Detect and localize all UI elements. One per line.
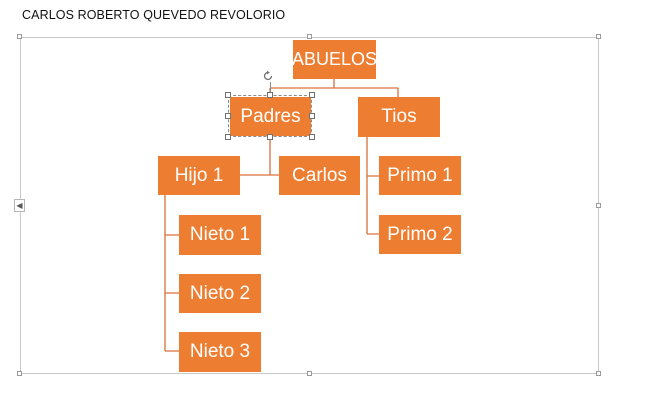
node-label: ABUELOS xyxy=(291,49,378,69)
node-label: Primo 1 xyxy=(387,164,453,186)
connector-tios xyxy=(366,137,379,235)
expand-text-pane-icon[interactable]: ◀ xyxy=(14,199,25,212)
shape-resize-handle[interactable] xyxy=(309,134,315,140)
shape-resize-handle[interactable] xyxy=(225,134,231,140)
node-label: Padres xyxy=(240,105,301,127)
node-nieto3[interactable]: Nieto 3 xyxy=(179,332,261,372)
shape-resize-handle[interactable] xyxy=(225,92,231,98)
node-abuelos[interactable]: ABUELOS xyxy=(291,40,378,79)
node-label: Nieto 2 xyxy=(189,282,251,304)
frame-resize-handle[interactable] xyxy=(17,34,22,39)
node-nieto1[interactable]: Nieto 1 xyxy=(179,215,261,255)
node-nieto2[interactable]: Nieto 2 xyxy=(179,274,261,313)
frame-resize-handle[interactable] xyxy=(596,203,601,208)
rotate-handle-icon[interactable] xyxy=(262,70,274,82)
connector-abuelos xyxy=(269,79,399,97)
node-padres[interactable]: Padres xyxy=(230,97,311,136)
frame-resize-handle[interactable] xyxy=(596,371,601,376)
node-label: Tios xyxy=(381,106,417,127)
node-label: Nieto 1 xyxy=(189,224,251,245)
node-primo1[interactable]: Primo 1 xyxy=(379,156,461,195)
shape-resize-handle[interactable] xyxy=(267,92,273,98)
shape-resize-handle[interactable] xyxy=(267,134,273,140)
rotate-stem xyxy=(270,82,271,92)
node-carlos[interactable]: Carlos xyxy=(279,156,360,195)
node-label: Hijo 1 xyxy=(174,164,224,186)
node-primo2[interactable]: Primo 2 xyxy=(379,215,461,254)
node-label: Primo 2 xyxy=(387,223,453,245)
connector-padres xyxy=(240,137,279,176)
selection-outline xyxy=(228,95,312,137)
node-label: Carlos xyxy=(292,164,347,186)
frame-resize-handle[interactable] xyxy=(307,34,312,39)
shape-resize-handle[interactable] xyxy=(309,113,315,119)
connector-hijo1 xyxy=(164,195,179,352)
shape-resize-handle[interactable] xyxy=(225,113,231,119)
node-hijo1[interactable]: Hijo 1 xyxy=(158,156,240,195)
node-tios[interactable]: Tios xyxy=(358,97,440,137)
document-title: CARLOS ROBERTO QUEVEDO REVOLORIO xyxy=(22,8,286,22)
frame-resize-handle[interactable] xyxy=(307,371,312,376)
frame-resize-handle[interactable] xyxy=(596,34,601,39)
frame-resize-handle[interactable] xyxy=(17,371,22,376)
node-label: Nieto 3 xyxy=(189,341,251,362)
shape-resize-handle[interactable] xyxy=(309,92,315,98)
